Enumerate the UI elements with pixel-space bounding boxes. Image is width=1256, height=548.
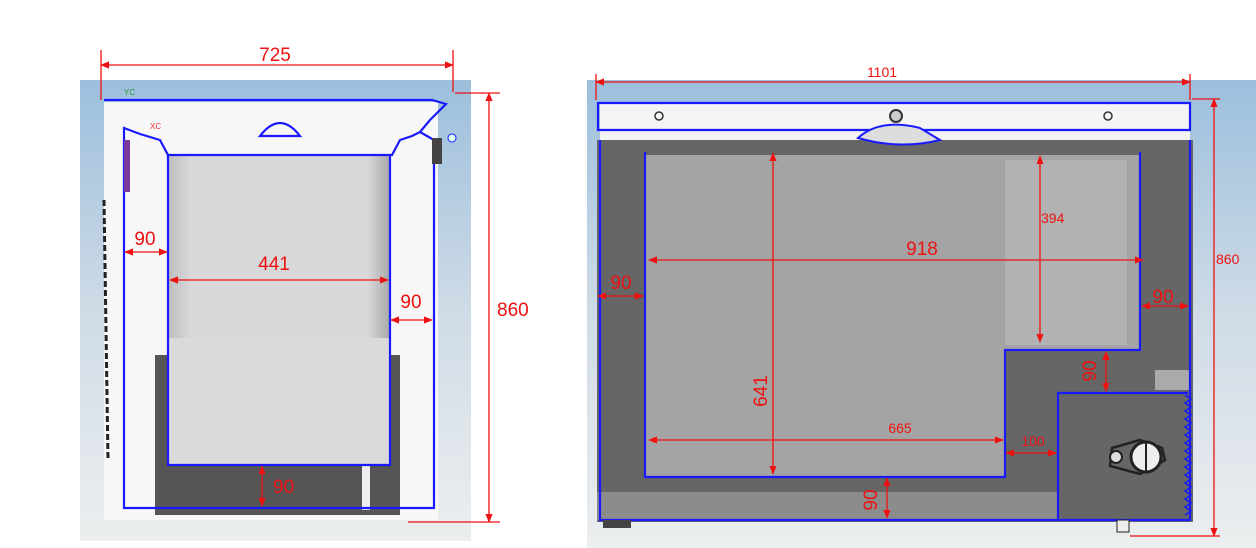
overall-height-label: 860 xyxy=(1216,251,1240,267)
lower-width-label: 665 xyxy=(888,420,912,436)
overall-width-label: 1101 xyxy=(867,64,897,80)
cabinet-outline xyxy=(104,98,449,510)
step-wall-label: 90 xyxy=(1080,360,1101,381)
front-view: 1101 860 394 918 90 90 641 665 90 100 90 xyxy=(587,64,1256,548)
lock-icon xyxy=(889,109,903,123)
cabinet-outline xyxy=(598,140,1192,522)
overall-width-label: 725 xyxy=(259,45,291,66)
latch-icon xyxy=(447,133,457,143)
lower-compartment xyxy=(645,350,1005,477)
axis-x-label: XC xyxy=(150,122,161,131)
compressor-gap-label: 100 xyxy=(1021,433,1045,449)
foot xyxy=(603,520,631,528)
left-wall-label: 90 xyxy=(610,273,631,294)
foot xyxy=(1116,519,1130,533)
bottom-wall-label: 90 xyxy=(861,489,882,510)
liner-outline xyxy=(643,152,1142,479)
inner-width-label: 441 xyxy=(258,254,290,275)
inner-height-label: 641 xyxy=(751,375,772,407)
bottom-wall-label: 90 xyxy=(273,477,294,498)
right-wall-label: 90 xyxy=(1152,287,1173,308)
lock-housing xyxy=(257,121,303,138)
overall-height-label: 860 xyxy=(497,300,529,321)
left-wall-label: 90 xyxy=(134,229,155,250)
compressor-compartment xyxy=(1056,391,1188,520)
hinge-strip xyxy=(102,199,110,461)
compressor-icon xyxy=(1108,438,1167,476)
upper-depth-label: 394 xyxy=(1041,210,1065,226)
condenser-coil xyxy=(1183,394,1193,516)
lock-housing xyxy=(855,123,943,146)
inner-width-label: 918 xyxy=(906,239,938,260)
axis-y-label: YC xyxy=(124,88,135,97)
side-view: YC XC 725 860 90 441 90 90 xyxy=(80,45,529,541)
right-wall-label: 90 xyxy=(400,292,421,313)
